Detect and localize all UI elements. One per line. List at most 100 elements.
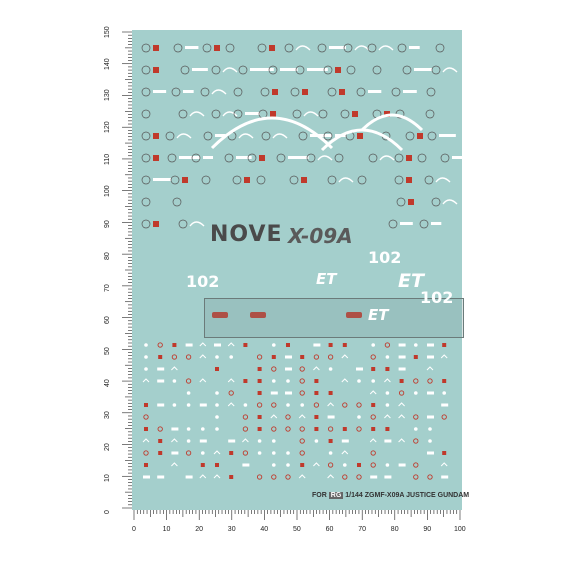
- decal-curve: [317, 155, 333, 161]
- decal-small-red: [215, 463, 219, 467]
- decal-stripe: [179, 156, 201, 159]
- decal-small-bar: [384, 439, 392, 443]
- decal-small-red: [328, 391, 333, 395]
- decal-small-chevron: [199, 474, 207, 479]
- decal-small-chevron: [242, 438, 249, 443]
- decal-number-circle: [141, 43, 151, 53]
- decal-stripe: [245, 112, 261, 115]
- decal-small-dot: [328, 451, 333, 455]
- decal-stripe: [236, 156, 252, 159]
- decal-small-bar: [341, 439, 349, 443]
- decal-small-chevron: [384, 414, 391, 419]
- decal-small-chevron: [440, 462, 448, 467]
- decal-small-ring: [228, 390, 234, 396]
- decal-small-red: [257, 367, 262, 371]
- left-ruler-ticks: [122, 31, 132, 509]
- bottom-ruler-label: 90: [423, 526, 432, 533]
- decal-stripe: [368, 90, 382, 93]
- decal-small-dot: [186, 439, 191, 443]
- decal-small-ring: [271, 426, 277, 432]
- decal-red-mark: [214, 45, 220, 51]
- decal-small-chevron: [384, 378, 391, 383]
- decal-small-red: [257, 427, 262, 431]
- decal-number-circle: [431, 197, 441, 207]
- decal-red-tab: [212, 312, 228, 318]
- decal-number-circle: [391, 87, 401, 97]
- decal-number-circle: [233, 87, 243, 97]
- decal-small-dot: [272, 451, 276, 455]
- decal-arc: [210, 116, 334, 150]
- decal-small-ring: [185, 378, 192, 384]
- decal-small-red: [144, 463, 148, 467]
- decal-curve: [354, 45, 370, 51]
- decal-small-dot: [385, 355, 390, 359]
- decal-number-circle: [178, 109, 188, 119]
- decal-small-ring: [413, 474, 419, 480]
- decal-number-circle: [290, 87, 300, 97]
- bottom-ruler-label: 100: [454, 526, 466, 533]
- decal-small-chevron: [199, 342, 207, 347]
- decal-small-red: [442, 343, 447, 347]
- decal-small-chevron: [199, 354, 207, 359]
- decal-small-dot: [215, 355, 219, 359]
- decal-curve: [303, 111, 319, 117]
- decal-small-dot: [272, 343, 276, 347]
- decal-stripe: [192, 68, 208, 71]
- decal-small-red: [314, 415, 319, 419]
- decal-stripe: [409, 46, 420, 49]
- decal-small-ring: [413, 462, 419, 468]
- decal-small-ring: [384, 342, 391, 348]
- decal-red-tab: [250, 312, 266, 318]
- decal-curve: [379, 155, 395, 161]
- decal-small-red: [172, 343, 177, 347]
- left-ruler-label: 120: [104, 121, 111, 134]
- left-ruler-label: 40: [104, 379, 111, 388]
- decal-small-dot: [215, 415, 219, 419]
- decal-small-ring: [327, 426, 334, 432]
- bottom-ruler-label: 80: [390, 526, 399, 533]
- number-102: 102: [186, 272, 220, 291]
- decal-small-ring: [256, 354, 263, 360]
- decal-small-ring: [157, 426, 163, 432]
- decal-small-dot: [272, 379, 276, 383]
- decal-stripe: [310, 134, 332, 137]
- decal-small-ring: [427, 474, 433, 480]
- decal-number-circle: [268, 65, 278, 75]
- decal-small-chevron: [398, 438, 405, 443]
- decal-small-dot: [442, 391, 447, 395]
- decal-curve: [238, 133, 254, 139]
- decal-small-bar: [356, 367, 363, 371]
- decal-small-bar: [185, 475, 193, 479]
- decal-number-circle: [356, 87, 366, 97]
- decal-number-circle: [289, 175, 299, 185]
- decal-small-chevron: [171, 366, 178, 371]
- decal-small-red: [300, 355, 305, 359]
- caption-badge: RG: [328, 492, 344, 499]
- decal-small-bar: [285, 367, 292, 371]
- decal-number-circle: [233, 109, 243, 119]
- decal-stripe: [414, 68, 433, 71]
- decal-number-circle: [141, 65, 151, 75]
- decal-small-bar: [185, 343, 193, 347]
- decal-curve: [222, 67, 238, 73]
- decal-small-bar: [398, 367, 406, 371]
- decal-number-circle: [340, 109, 350, 119]
- decal-small-red: [399, 379, 404, 383]
- decal-curve: [378, 45, 394, 51]
- decal-small-chevron: [298, 474, 306, 479]
- decal-small-dot: [328, 367, 333, 371]
- decal-number-circle: [191, 153, 201, 163]
- decal-small-red: [215, 367, 219, 371]
- decal-small-red: [328, 343, 333, 347]
- decal-small-ring: [242, 450, 249, 456]
- decal-small-ring: [299, 426, 305, 432]
- decal-number-circle: [178, 219, 188, 229]
- decal-small-dot: [272, 463, 276, 467]
- decal-red-mark: [417, 133, 423, 139]
- decal-small-red: [442, 379, 447, 383]
- decal-number-circle: [440, 153, 450, 163]
- decal-small-red: [314, 379, 319, 383]
- decal-small-bar: [199, 403, 207, 407]
- decal-number-circle: [247, 153, 257, 163]
- left-ruler-label: 30: [104, 411, 111, 419]
